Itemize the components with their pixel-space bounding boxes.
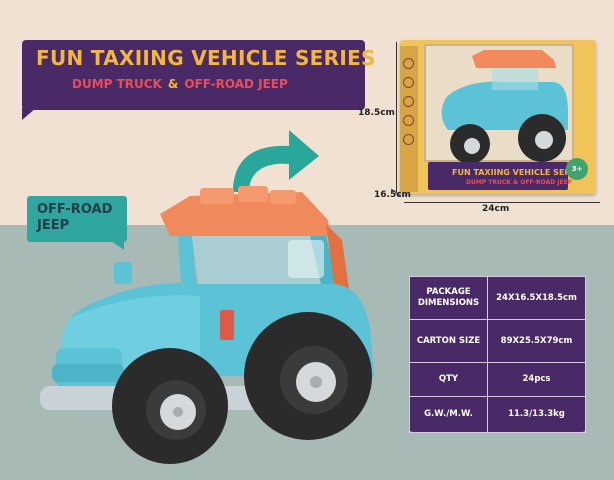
badge-tail [110,240,124,250]
off-road-jeep-badge [27,196,127,242]
height-label: 18.5cm [358,108,395,118]
subtitle-ampersand: & [167,77,179,91]
spec-key: PACKAGE DIMENSIONS [409,276,488,320]
subtitle-off-road-jeep: OFF-ROAD JEEP [184,77,288,91]
depth-label: 16.5cm [374,190,411,200]
banner-subtitle: DUMP TRUCK&OFF-ROAD JEEP [72,77,288,91]
spec-table: PACKAGE DIMENSIONS 24X16.5X18.5cm CARTON… [409,276,586,433]
table-row: PACKAGE DIMENSIONS 24X16.5X18.5cm [409,276,586,320]
width-label: 24cm [482,204,510,214]
age-badge: 3+ [566,158,588,180]
spec-value: 24X16.5X18.5cm [487,276,586,320]
table-row: G.W./M.W. 11.3/13.3kg [409,396,586,433]
spec-value: 24pcs [487,362,586,397]
height-dimension-line [396,42,397,192]
spec-key: QTY [409,362,488,397]
table-row: CARTON SIZE 89X25.5X79cm [409,319,586,363]
curved-arrow-icon [233,130,319,192]
subtitle-dump-truck: DUMP TRUCK [72,77,162,91]
banner-title: FUN TAXIING VEHICLE SERIES [36,46,376,70]
spec-key: G.W./M.W. [409,396,488,433]
box-subtitle: DUMP TRUCK & OFF-ROAD JEEP [466,179,573,186]
jeep-toy-image [40,186,374,464]
badge-line-2: JEEP [37,218,70,233]
box-jeep-image [441,50,568,164]
box-title: FUN TAXIING VEHICLE SERIES [452,168,585,177]
spec-value: 11.3/13.3kg [487,396,586,433]
box-title-strip [428,162,568,190]
title-banner [22,40,365,110]
table-row: QTY 24pcs [409,362,586,397]
badge-text: OFF-ROAD JEEP [37,202,127,234]
spec-key: CARTON SIZE [409,319,488,363]
spec-value: 89X25.5X79cm [487,319,586,363]
title-banner-tail [22,108,36,120]
box-side-icons [403,58,415,153]
badge-line-1: OFF-ROAD [37,202,113,217]
width-dimension-line [404,202,600,203]
